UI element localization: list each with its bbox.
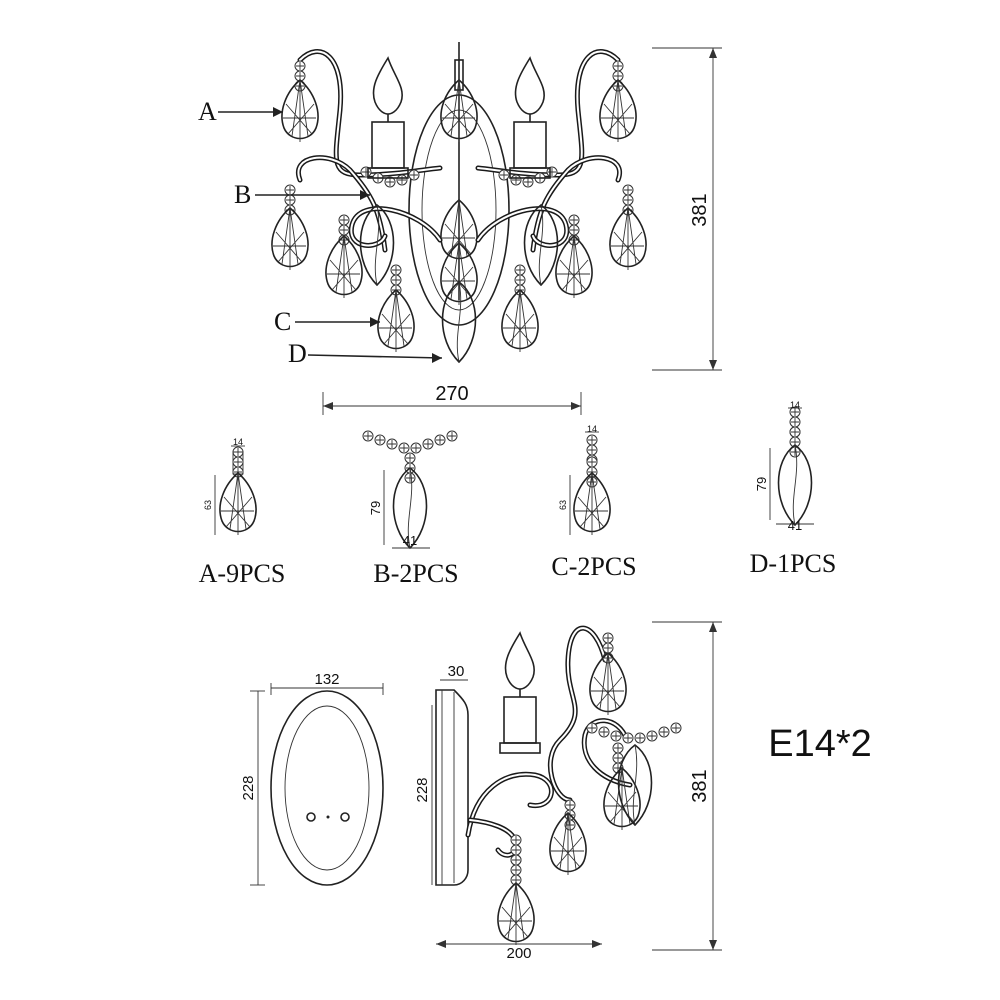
front-width-dimension: 270: [435, 383, 468, 405]
part-d-quantity: D-1PCS: [750, 549, 837, 578]
side-plate-depth: 30: [448, 663, 465, 680]
front-view: A B C D 381 270: [198, 42, 722, 415]
part-a-detail: 14 63 A-9PCS: [199, 437, 286, 588]
plate-height-dimension: 228: [240, 775, 257, 800]
side-plate-height: 228: [414, 777, 431, 802]
side-width-dimension: 200: [506, 945, 531, 962]
part-c-quantity: C-2PCS: [551, 552, 636, 581]
part-c-height: 63: [558, 500, 568, 510]
part-a-width: 14: [233, 437, 243, 447]
label-d: D: [288, 339, 307, 368]
part-d-width: 41: [788, 518, 802, 533]
part-d-top-width: 14: [790, 400, 800, 410]
part-c-width: 14: [587, 424, 597, 434]
side-view: 30 228: [414, 621, 722, 962]
bulb-spec: E14*2: [768, 723, 872, 765]
part-b-height: 79: [368, 501, 383, 515]
part-d-height: 79: [754, 477, 769, 491]
part-a-height: 63: [203, 500, 213, 510]
part-b-width: 41: [403, 533, 417, 548]
plate-width-dimension: 132: [314, 671, 339, 688]
part-b-detail: 79 41 B-2PCS: [362, 430, 459, 588]
part-a-quantity: A-9PCS: [199, 559, 286, 588]
label-a: A: [198, 97, 217, 126]
part-b-quantity: B-2PCS: [373, 559, 458, 588]
label-c: C: [274, 307, 291, 336]
label-b: B: [234, 180, 251, 209]
front-height-dimension: 381: [689, 193, 711, 226]
side-height-dimension: 381: [689, 769, 711, 802]
part-c-detail: 14 63 C-2PCS: [551, 424, 636, 581]
part-d-detail: 14 79 41 D-1PCS: [750, 400, 837, 578]
backplate-view: 132 228: [240, 671, 384, 886]
